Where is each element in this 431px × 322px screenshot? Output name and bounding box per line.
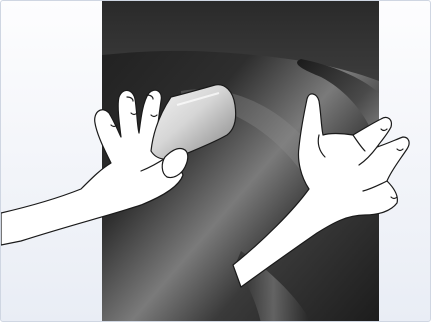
illustration-frame [0,0,431,322]
film-application-illustration [1,1,431,322]
